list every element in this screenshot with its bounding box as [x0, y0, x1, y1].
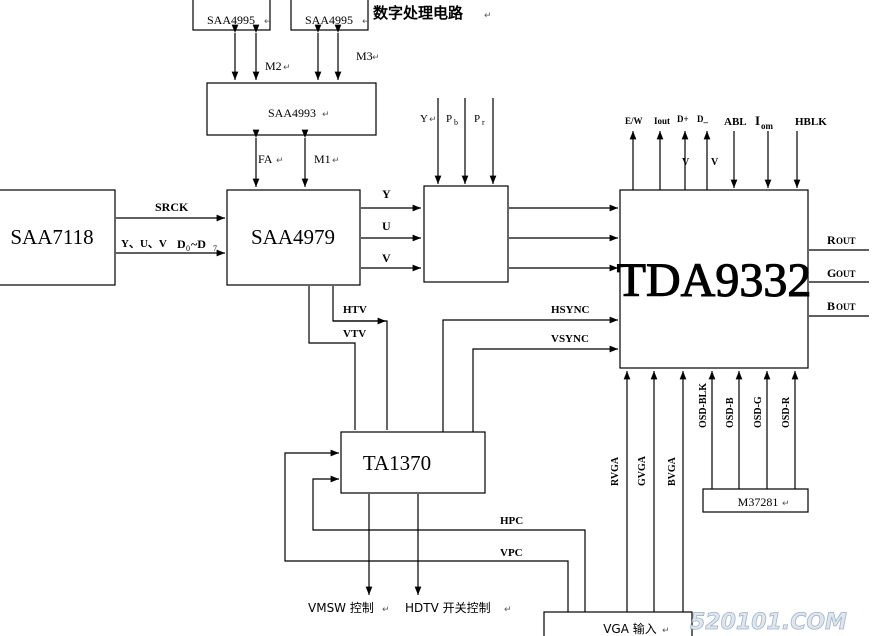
svg-text:OSD-B: OSD-B: [725, 397, 736, 428]
svg-text:GVGA: GVGA: [637, 455, 648, 486]
watermark: 520101.COM: [690, 610, 847, 635]
svg-text:HBLK: HBLK: [795, 116, 827, 128]
saa4995-b-block: SAA4995 ↵: [290, 0, 370, 31]
svg-text:↵: ↵: [782, 499, 790, 509]
svg-text:ABL: ABL: [724, 116, 747, 128]
label-m3: M3: [356, 49, 373, 63]
svg-text:P: P: [474, 113, 480, 125]
vga-rgb-wires: RVGA GVGA BVGA: [610, 371, 687, 612]
svg-text:↵: ↵: [322, 110, 330, 120]
svg-text:V: V: [711, 157, 719, 168]
svg-text:↵: ↵: [264, 17, 272, 27]
svg-text:VPC: VPC: [500, 547, 523, 559]
tda9332-block: TDA9332: [616, 189, 812, 369]
diagram-title: 数字处理电路: [373, 4, 464, 22]
svg-text:Y: Y: [420, 113, 428, 125]
svg-text:VGA 输入: VGA 输入: [603, 621, 657, 636]
svg-text:OUT: OUT: [836, 302, 856, 312]
label-vmsw: VMSW 控制: [308, 601, 374, 615]
svg-text:V: V: [382, 251, 391, 265]
svg-text:Y: Y: [382, 187, 391, 201]
svg-text:OUT: OUT: [836, 236, 856, 246]
svg-text:D+: D+: [677, 114, 689, 124]
ta1370-block: TA1370: [340, 431, 486, 494]
svg-text:↵: ↵: [504, 605, 512, 615]
saa4979-block: SAA4979: [226, 189, 361, 286]
svg-text:r: r: [482, 118, 485, 127]
svg-text:7: 7: [213, 244, 217, 253]
svg-text:B: B: [827, 299, 835, 313]
label-d-bus: D 0 ~D 7: [177, 237, 217, 253]
svg-text:↵: ↵: [332, 156, 340, 166]
tda-top-pins: E/W Iout D+ D_ V V ABL I om HBLK: [625, 113, 827, 190]
ta1370-control-outputs: VMSW 控制 ↵ HDTV 开关控制 ↵: [308, 494, 512, 615]
svg-text:V: V: [682, 157, 690, 168]
svg-text:D: D: [177, 237, 186, 251]
svg-text:SAA4995: SAA4995: [207, 13, 255, 27]
label-hdtv: HDTV 开关控制: [405, 601, 491, 615]
memory-buses: M2 ↵ M3 ↵ FA ↵ M1 ↵: [231, 24, 380, 187]
saa7118-block: SAA7118: [0, 189, 116, 286]
label-srck: SRCK: [155, 200, 189, 214]
yuv-output-wires: Y U V: [361, 187, 421, 272]
pc-sync-wires: HPC VPC: [284, 449, 586, 612]
decoder-to-scaler-wires: SRCK Y、U、V D 0 ~D 7: [116, 200, 225, 257]
m37281-block: M37281 ↵: [702, 488, 809, 513]
vga-input-block: VGA 输入 ↵: [543, 611, 693, 636]
svg-text:SAA4979: SAA4979: [251, 225, 335, 249]
svg-text:SAA4993: SAA4993: [268, 106, 316, 120]
svg-text:HTV: HTV: [343, 304, 367, 316]
matrix-block: [423, 185, 509, 283]
svg-text:↵: ↵: [429, 115, 437, 125]
saa4993-block: SAA4993 ↵: [206, 82, 377, 136]
svg-text:P: P: [446, 113, 452, 125]
svg-text:D_: D_: [697, 114, 708, 124]
svg-text:SAA7118: SAA7118: [10, 225, 93, 249]
svg-text:R: R: [827, 233, 836, 247]
svg-text:↵: ↵: [372, 53, 380, 63]
svg-text:b: b: [454, 118, 458, 127]
svg-text:HSYNC: HSYNC: [551, 304, 590, 316]
osd-wires: OSD-BLK OSD-B OSD-G OSD-R: [698, 371, 799, 489]
svg-text:TDA9332: TDA9332: [617, 254, 812, 307]
svg-text:↵: ↵: [276, 156, 284, 166]
label-yuv-in: Y、U、V: [121, 238, 167, 250]
tda-rgb-outputs: R OUT G OUT B OUT: [809, 233, 869, 317]
svg-text:VSYNC: VSYNC: [551, 333, 589, 345]
svg-text:↵: ↵: [662, 626, 670, 636]
svg-text:~D: ~D: [191, 237, 206, 251]
svg-text:SAA4995: SAA4995: [305, 13, 353, 27]
label-m1: M1: [314, 152, 331, 166]
svg-text:TA1370: TA1370: [363, 451, 431, 475]
svg-text:Iout: Iout: [654, 116, 670, 126]
svg-text:OSD-R: OSD-R: [781, 396, 792, 428]
svg-text:M37281: M37281: [738, 495, 779, 509]
svg-text:OSD-G: OSD-G: [753, 396, 764, 428]
svg-text:OUT: OUT: [836, 269, 856, 279]
svg-text:↵: ↵: [484, 11, 492, 21]
label-m2: M2: [265, 59, 282, 73]
sync-to-tda-wires: HSYNC VSYNC: [442, 304, 618, 432]
svg-text:↵: ↵: [362, 17, 370, 27]
svg-text:I: I: [755, 113, 760, 128]
svg-text:RVGA: RVGA: [610, 456, 621, 486]
svg-text:E/W: E/W: [625, 116, 643, 126]
svg-text:U: U: [382, 219, 391, 233]
svg-text:om: om: [761, 121, 774, 131]
svg-text:BVGA: BVGA: [667, 456, 678, 486]
svg-text:↵: ↵: [382, 605, 390, 615]
svg-text:HPC: HPC: [500, 515, 523, 527]
label-fa: FA: [258, 152, 273, 166]
svg-text:VTV: VTV: [343, 328, 366, 340]
svg-text:G: G: [827, 266, 836, 280]
saa4995-a-block: SAA4995 ↵: [192, 0, 272, 31]
matrix-to-tda-wires: [509, 204, 618, 272]
tv-sync-wires: HTV VTV: [308, 286, 388, 430]
svg-text:0: 0: [186, 244, 190, 253]
svg-text:↵: ↵: [283, 63, 291, 73]
component-input-wires: Y ↵ P b P r: [420, 98, 497, 184]
svg-text:OSD-BLK: OSD-BLK: [698, 383, 709, 428]
